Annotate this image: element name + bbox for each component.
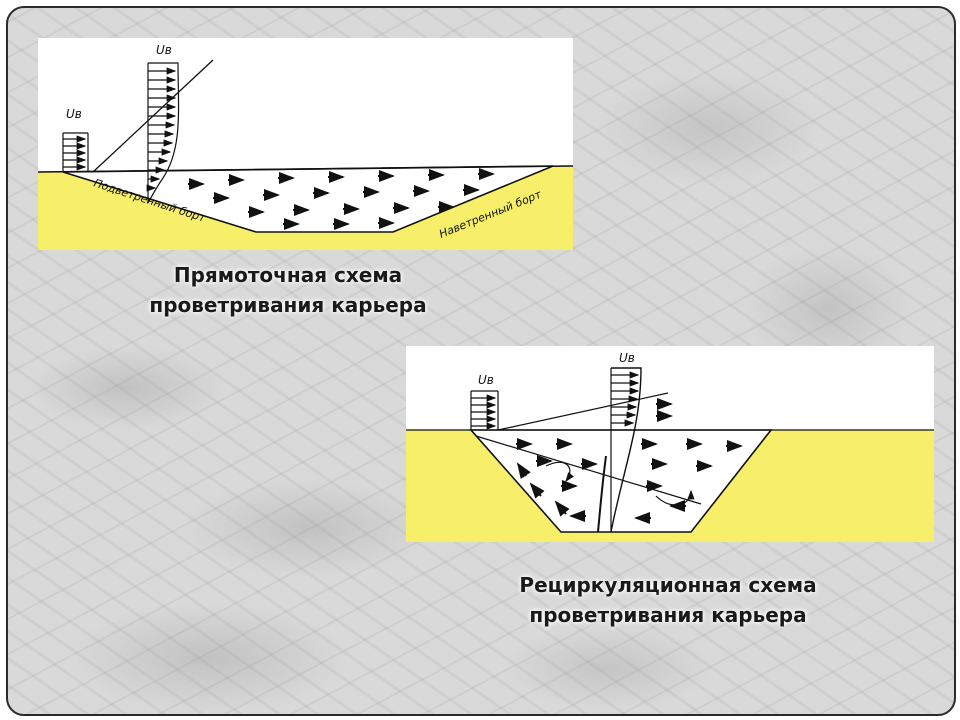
recirculation-svg: Uв Uв bbox=[406, 351, 934, 542]
large-velocity-label: Uв bbox=[156, 43, 172, 57]
ground-surface bbox=[406, 430, 934, 542]
direct-flow-caption-line2: проветривания карьера bbox=[149, 293, 427, 317]
streamline-lower bbox=[475, 435, 702, 505]
direct-flow-diagram: Uв Uв bbox=[38, 38, 573, 250]
flow-arrows bbox=[516, 398, 743, 524]
small-velocity-label: Uв bbox=[66, 107, 82, 121]
direct-flow-svg: Uв Uв bbox=[38, 43, 573, 250]
streamline bbox=[92, 59, 214, 173]
direct-flow-caption: Прямоточная схема проветривания карьера bbox=[118, 260, 458, 320]
recirculation-diagram: Uв Uв bbox=[406, 346, 934, 542]
small-velocity-profile bbox=[470, 390, 499, 430]
recirculation-arrow-right bbox=[655, 489, 695, 506]
recirculation-caption-line2: проветривания карьера bbox=[529, 603, 807, 627]
slide: Uв Uв bbox=[6, 6, 956, 716]
flow-arrows bbox=[188, 168, 495, 230]
large-velocity-profile bbox=[597, 367, 642, 533]
large-velocity-profile bbox=[146, 62, 180, 204]
recirculation-arrow-left bbox=[545, 461, 574, 482]
ground-surface bbox=[38, 166, 573, 250]
streamline-upper bbox=[497, 392, 669, 431]
direct-flow-caption-line1: Прямоточная схема bbox=[173, 263, 403, 287]
small-velocity-label: Uв bbox=[478, 373, 494, 387]
large-velocity-label: Uв bbox=[619, 351, 635, 365]
recirculation-caption-line1: Рециркуляционная схема bbox=[519, 573, 817, 597]
small-velocity-profile bbox=[62, 132, 89, 172]
surface-line bbox=[38, 165, 573, 173]
recirculation-caption: Рециркуляционная схема проветривания кар… bbox=[478, 570, 858, 630]
